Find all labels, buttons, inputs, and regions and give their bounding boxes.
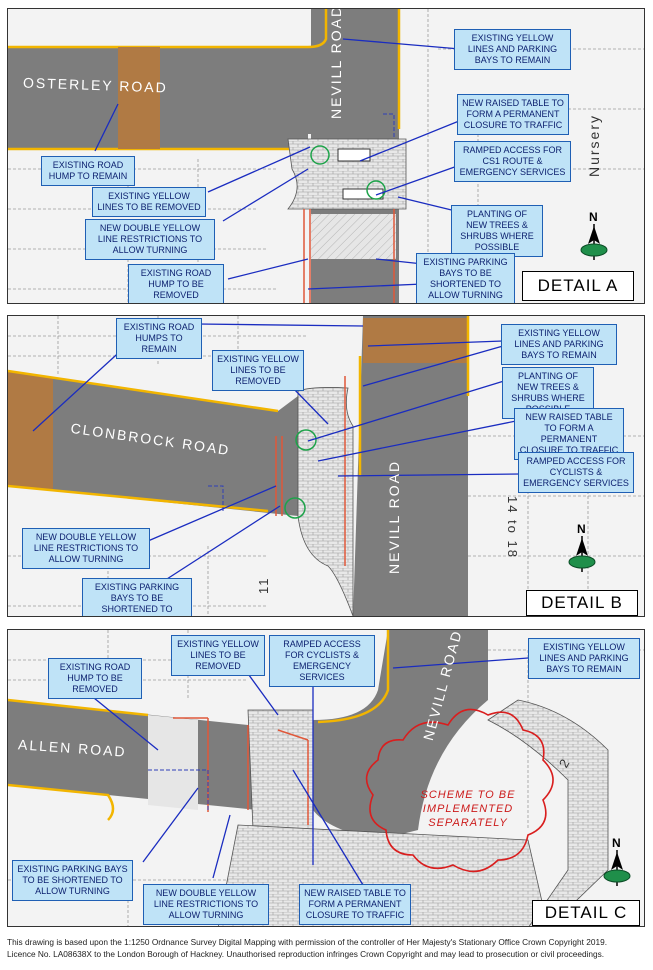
callout-yellow-remain-c: EXISTING YELLOW LINES AND PARKING BAYS T… [528, 638, 640, 679]
scheme-note: SCHEME TO BE IMPLEMENTED SEPARATELY [420, 789, 516, 829]
road-hump-c [148, 715, 198, 810]
tree-icon [284, 497, 306, 519]
nevill-road-label-a: NEVILL ROAD [328, 8, 344, 119]
detail-a-label: DETAIL A [522, 271, 634, 301]
callout-yellow-remain-a: EXISTING YELLOW LINES AND PARKING BAYS T… [454, 29, 571, 70]
copyright-footer: This drawing is based upon the 1:1250 Or… [7, 936, 647, 960]
raised-table-b [297, 387, 354, 616]
nevill-road-label-b: NEVILL ROAD [386, 459, 402, 574]
osterley-road-surface [8, 9, 398, 149]
callout-yellow-remain-b: EXISTING YELLOW LINES AND PARKING BAYS T… [501, 324, 617, 365]
north-arrow-icon [568, 536, 596, 572]
detail-b-map [8, 316, 644, 616]
north-arrow-icon [603, 850, 631, 886]
callout-yellow-removed-c: EXISTING YELLOW LINES TO BE REMOVED [171, 635, 265, 676]
north-arrow-icon [580, 224, 608, 260]
tree-icon [295, 429, 317, 451]
callout-raised-table-b: NEW RAISED TABLE TO FORM A PERMANENT CLO… [514, 408, 624, 460]
callout-hump-remain-a: EXISTING ROAD HUMP TO REMAIN [41, 156, 135, 186]
nursery-label: Nursery [586, 113, 602, 177]
callout-humps-remain-b: EXISTING ROAD HUMPS TO REMAIN [116, 318, 202, 359]
tree-icon [366, 180, 386, 200]
callout-raised-table-a: NEW RAISED TABLE TO FORM A PERMANENT CLO… [457, 94, 569, 135]
allen-road-surface [8, 700, 258, 810]
road-hump-removed [311, 214, 396, 259]
house-11-label: 11 [256, 576, 271, 595]
callout-bays-shortened-a: EXISTING PARKING BAYS TO BE SHORTENED TO… [416, 253, 515, 303]
callout-raised-table-c: NEW RAISED TABLE TO FORM A PERMANENT CLO… [299, 884, 411, 925]
road-hump-remain [118, 47, 160, 149]
raised-table-c [247, 709, 314, 831]
road-hump-b-top [363, 318, 468, 363]
detail-c-panel: ALLEN ROAD NEVILL ROAD 2 SCHEME TO BE IM… [7, 629, 645, 927]
north-label: N [612, 836, 621, 850]
callout-hump-removed-a: EXISTING ROAD HUMP TO BE REMOVED [128, 264, 224, 303]
tree-icon [310, 145, 330, 165]
north-label: N [577, 522, 586, 536]
detail-b-panel: CLONBROCK ROAD NEVILL ROAD 14 to 18 11 E… [7, 315, 645, 617]
callout-bays-shortened-b: EXISTING PARKING BAYS TO BE SHORTENED TO… [82, 578, 192, 616]
callout-ramped-access-c: RAMPED ACCESS FOR CYCLISTS & EMERGENCY S… [269, 635, 375, 687]
house-range-label: 14 to 18 [505, 496, 520, 559]
callout-bays-shortened-c: EXISTING PARKING BAYS TO BE SHORTENED TO… [12, 860, 133, 901]
detail-a-map [8, 9, 644, 303]
callout-ramped-access-b: RAMPED ACCESS FOR CYCLISTS & EMERGENCY S… [518, 452, 634, 493]
callout-planting-a: PLANTING OF NEW TREES & SHRUBS WHERE POS… [451, 205, 543, 257]
detail-a-panel: OSTERLEY ROAD NEVILL ROAD Nursery EXISTI… [7, 8, 645, 304]
clonbrock-road-surface [8, 371, 298, 516]
detail-c-label: DETAIL C [532, 900, 640, 926]
nevill-road-surface-b [353, 316, 468, 616]
north-label: N [589, 210, 598, 224]
road-hump-b-left [8, 371, 53, 491]
footer-line-1: This drawing is based upon the 1:1250 Or… [7, 937, 608, 947]
detail-b-label: DETAIL B [526, 590, 638, 616]
scheme-cloud [365, 708, 554, 873]
callout-ramped-access-a: RAMPED ACCESS FOR CS1 ROUTE & EMERGENCY … [454, 141, 571, 182]
detail-c-map [8, 630, 644, 926]
callout-yellow-removed-b: EXISTING YELLOW LINES TO BE REMOVED [212, 350, 304, 391]
north-arrow-a: N [572, 210, 616, 262]
callout-hump-removed-c: EXISTING ROAD HUMP TO BE REMOVED [48, 658, 142, 699]
callout-yellow-removed-a: EXISTING YELLOW LINES TO BE REMOVED [92, 187, 206, 217]
nevill-road-surface-c [313, 630, 488, 840]
callout-double-yellow-b: NEW DOUBLE YELLOW LINE RESTRICTIONS TO A… [22, 528, 150, 569]
footer-line-2: Licence No. LA08638X to the London Borou… [7, 949, 605, 959]
callout-double-yellow-a: NEW DOUBLE YELLOW LINE RESTRICTIONS TO A… [85, 219, 215, 260]
north-arrow-b: N [560, 522, 604, 574]
north-arrow-c: N [595, 836, 639, 888]
callout-double-yellow-c: NEW DOUBLE YELLOW LINE RESTRICTIONS TO A… [143, 884, 269, 925]
